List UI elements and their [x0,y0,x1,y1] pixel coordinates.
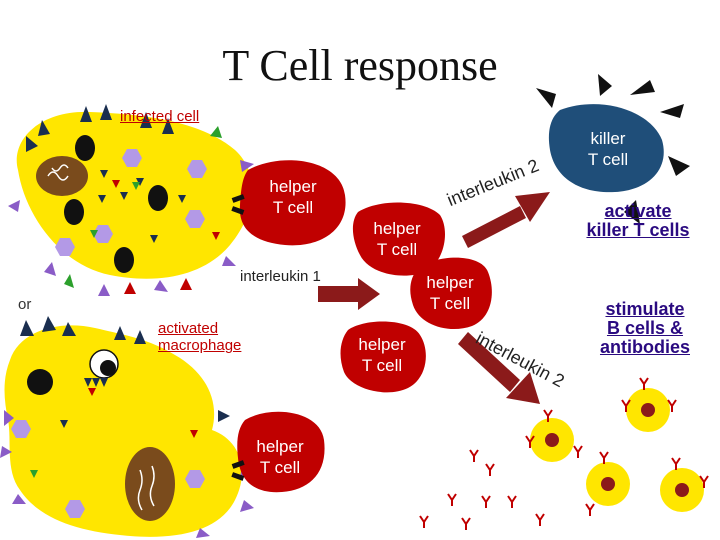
helper-cell-line: T cell [361,356,403,375]
arrow-interleukin-1 [318,278,380,310]
helper-cell-3-text: helper T cell [412,272,488,314]
helper-cell-4-text: helper T cell [344,334,420,376]
helper-cell-shape [410,257,492,330]
arrow-interleukin-2-top [462,192,550,248]
infected-cell [8,104,258,296]
helper-cell-shape [239,160,346,246]
killer-cell-line: killer [590,129,626,148]
macrophage-label-line: activated [158,320,219,337]
outcome-line: B cells & [606,318,684,338]
killer-cell-line: T cell [587,150,629,169]
activate-killer-label: activate killer T cells [578,202,698,240]
helper-cell-shape [352,202,445,276]
page-title: T Cell response [222,41,498,90]
helper-cell-line: helper [269,177,317,196]
outcome-line: killer T cells [586,220,690,240]
helper-cell-shape [237,411,325,493]
virus-particle [148,185,168,211]
outcome-line: activate [604,201,672,221]
or-label: or [18,296,32,313]
arrow-interleukin-2-bottom [458,332,540,404]
infected-cell-label: infected cell [120,108,200,125]
helper-cell-line: T cell [376,240,418,259]
helper-cell-2-text: helper T cell [356,218,438,260]
helper-cell-line: helper [358,335,406,354]
virus-particle [114,247,134,273]
helper-cell-1-text: helper T cell [248,176,338,218]
virus-particle [75,135,95,161]
helper-cell-line: helper [373,219,421,238]
antibodies [419,377,709,530]
stimulate-b-cells-label: stimulate B cells & antibodies [588,300,702,357]
helper-cell-line: T cell [259,458,301,477]
outcome-line: antibodies [599,337,690,357]
interleukin-1-label: interleukin 1 [240,268,321,285]
outcome-line: stimulate [605,299,685,319]
killer-cell [536,74,690,224]
nucleus [125,447,175,521]
nucleus [36,156,88,196]
helper-cell-line: helper [426,273,474,292]
helper-cell-5-text: helper T cell [240,436,320,478]
macrophage-label-line: macrophage [158,337,242,354]
helper-cell-shape [340,321,426,393]
helper-cell-line: helper [256,437,304,456]
helper-cell-line: T cell [429,294,471,313]
activated-macrophage-label: activated macrophage [158,320,241,354]
b-cells [530,388,704,512]
helper-cell-line: T cell [272,198,314,217]
virus-particle [64,199,84,225]
activated-macrophage [0,316,254,538]
killer-cell-text: killer T cell [566,128,650,170]
